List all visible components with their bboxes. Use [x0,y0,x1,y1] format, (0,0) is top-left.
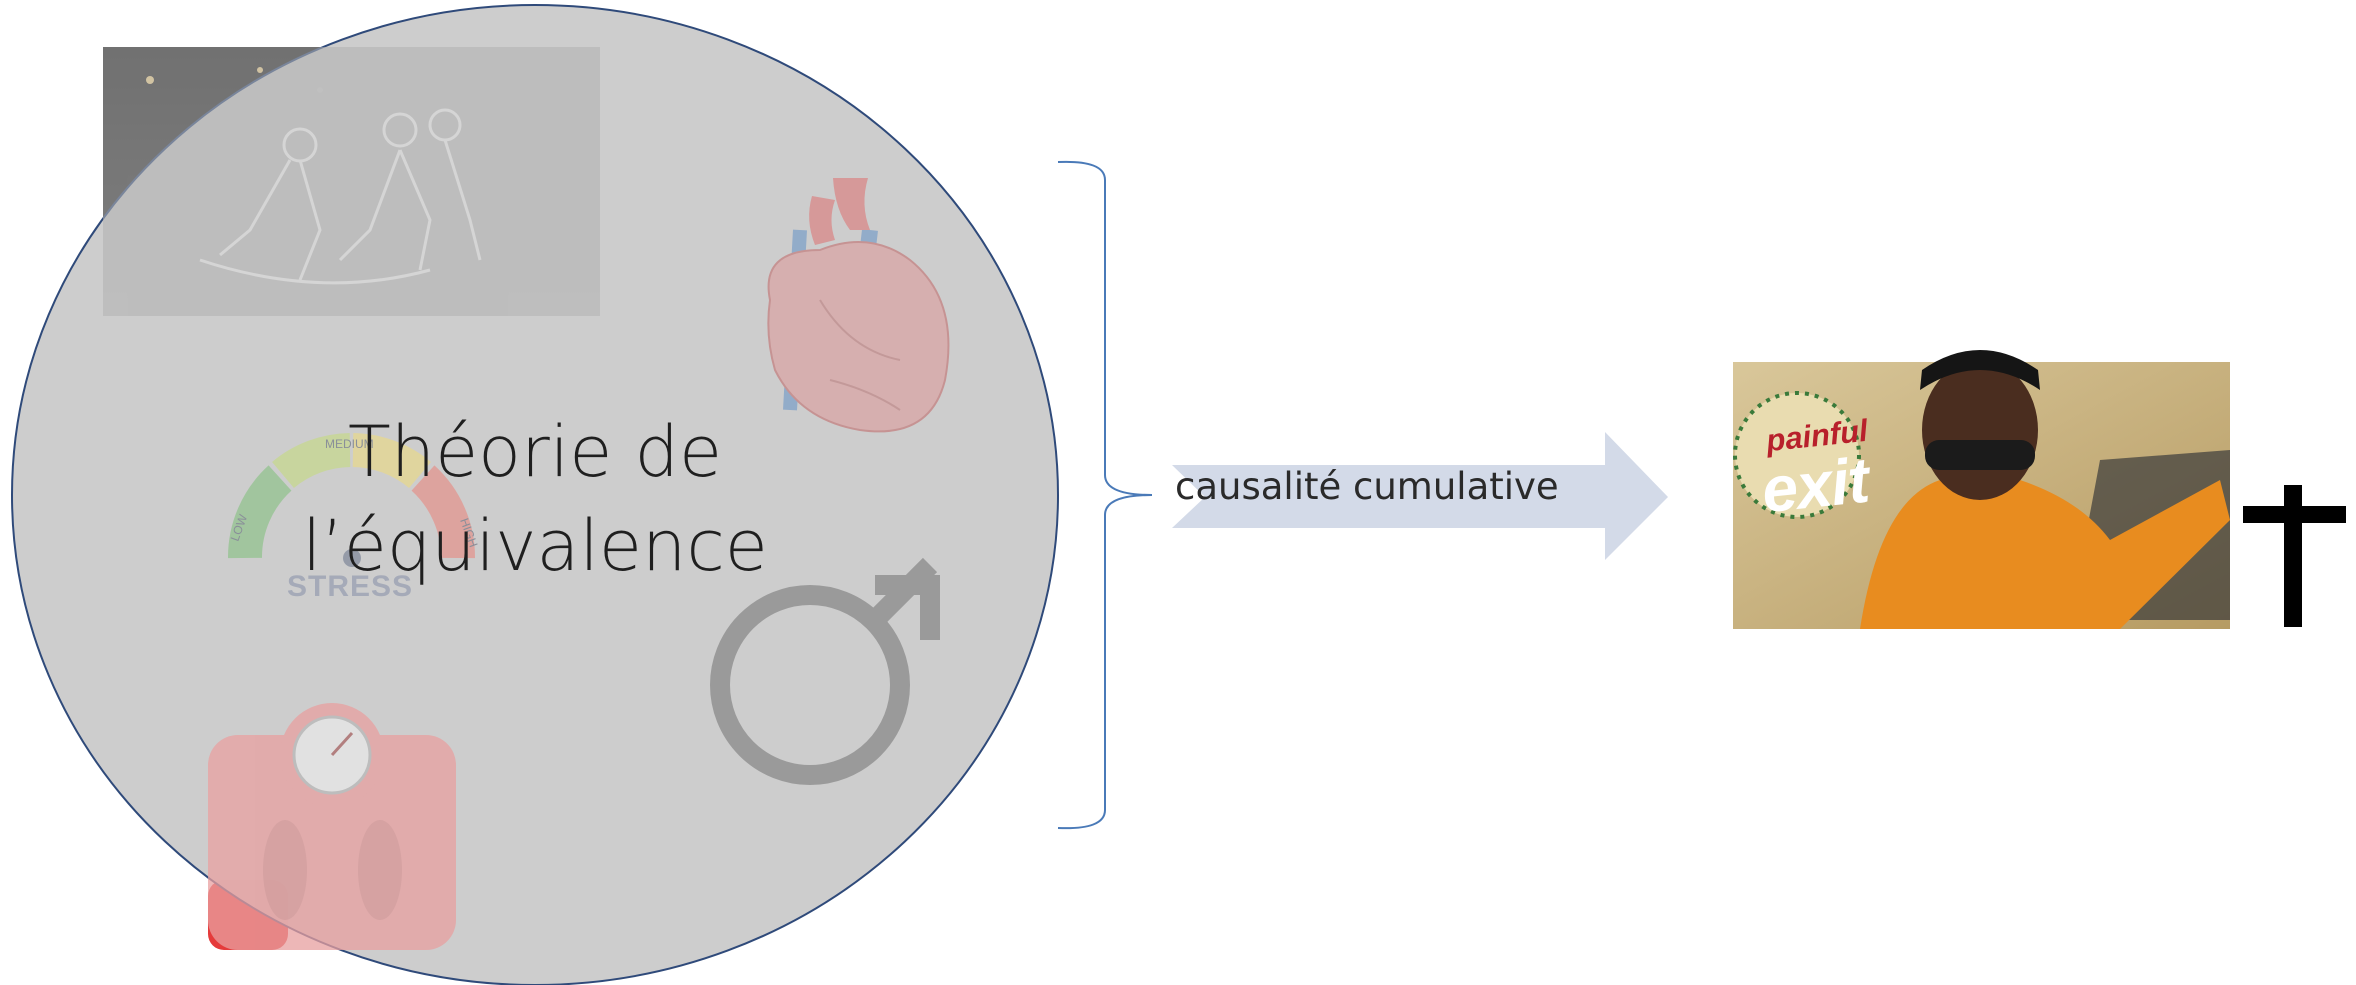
male-symbol-icon [710,557,940,785]
title-line-2: l’équivalence [302,505,768,587]
causality-arrow [1172,432,1668,560]
stress-label: STRESS [286,570,414,603]
heart-icon [767,178,950,433]
badge-bottom-text: exit [1758,443,1872,527]
painful-exit-photo [1733,350,2230,629]
circle-title: Théorie de l’équivalence [250,405,820,593]
gauge-medium-label: MEDIUM [325,437,374,451]
title-line-1: Théorie de [347,411,723,493]
curly-bracket [1057,160,1153,830]
stress-gauge-icon [227,433,476,567]
emergency-scene-faded [103,47,600,316]
dagger-icon [2243,485,2346,627]
weight-scale-icon [208,703,456,950]
arrow-label: causalité cumulative [1175,465,1559,508]
